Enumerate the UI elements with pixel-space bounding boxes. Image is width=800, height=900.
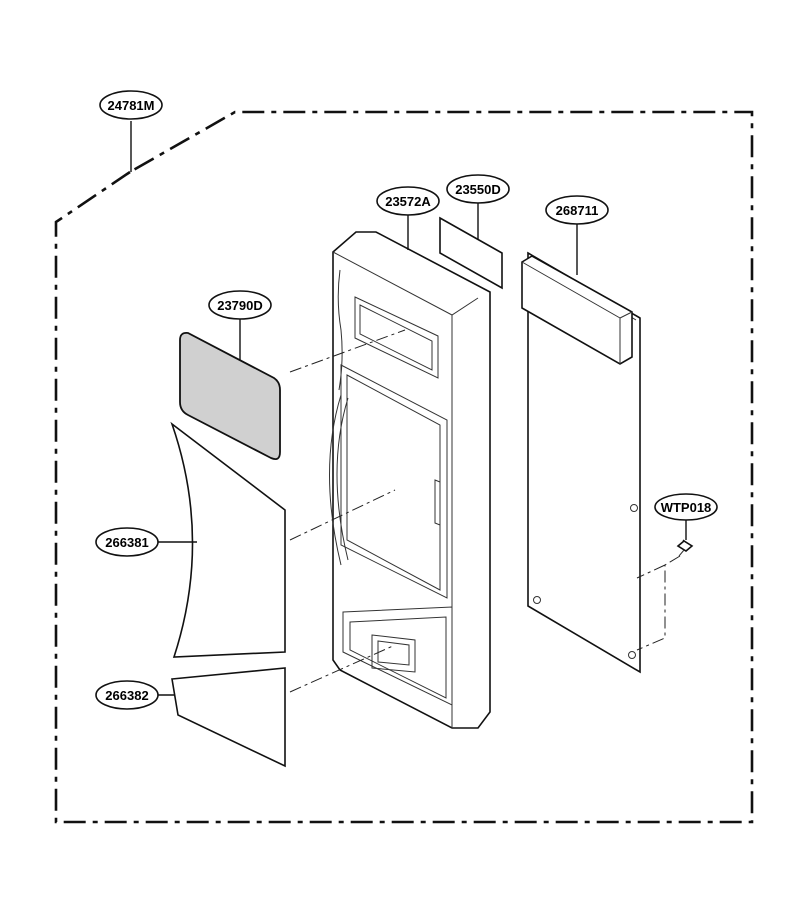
label-screw-text: WTP018 xyxy=(661,500,712,515)
label-trim-lower-text: 266382 xyxy=(105,688,148,703)
assembly-boundary xyxy=(54,110,754,824)
label-trim-lower: 266382 xyxy=(95,680,159,710)
label-window: 23790D xyxy=(208,290,272,320)
label-panel: 23572A xyxy=(376,186,440,216)
display-window xyxy=(179,331,281,461)
label-assembly-text: 24781M xyxy=(108,98,155,113)
trim-upper xyxy=(170,421,286,658)
trim-lower xyxy=(171,667,286,768)
label-window-text: 23790D xyxy=(217,298,263,313)
label-sheet: 23550D xyxy=(446,174,510,204)
label-screw: WTP018 xyxy=(654,493,718,521)
label-trim-upper-text: 266381 xyxy=(105,535,148,550)
label-trim-upper: 266381 xyxy=(95,527,159,557)
label-panel-text: 23572A xyxy=(385,194,431,209)
assembly-guide-lines xyxy=(289,329,681,693)
pcb-board xyxy=(521,251,641,674)
control-panel-frame xyxy=(329,231,491,729)
label-assembly: 24781M xyxy=(99,90,163,120)
part-sheet xyxy=(439,216,503,290)
label-pcb: 268711 xyxy=(545,195,609,225)
screw-part xyxy=(676,539,694,557)
label-pcb-text: 268711 xyxy=(556,203,599,218)
label-sheet-text: 23550D xyxy=(455,182,501,197)
